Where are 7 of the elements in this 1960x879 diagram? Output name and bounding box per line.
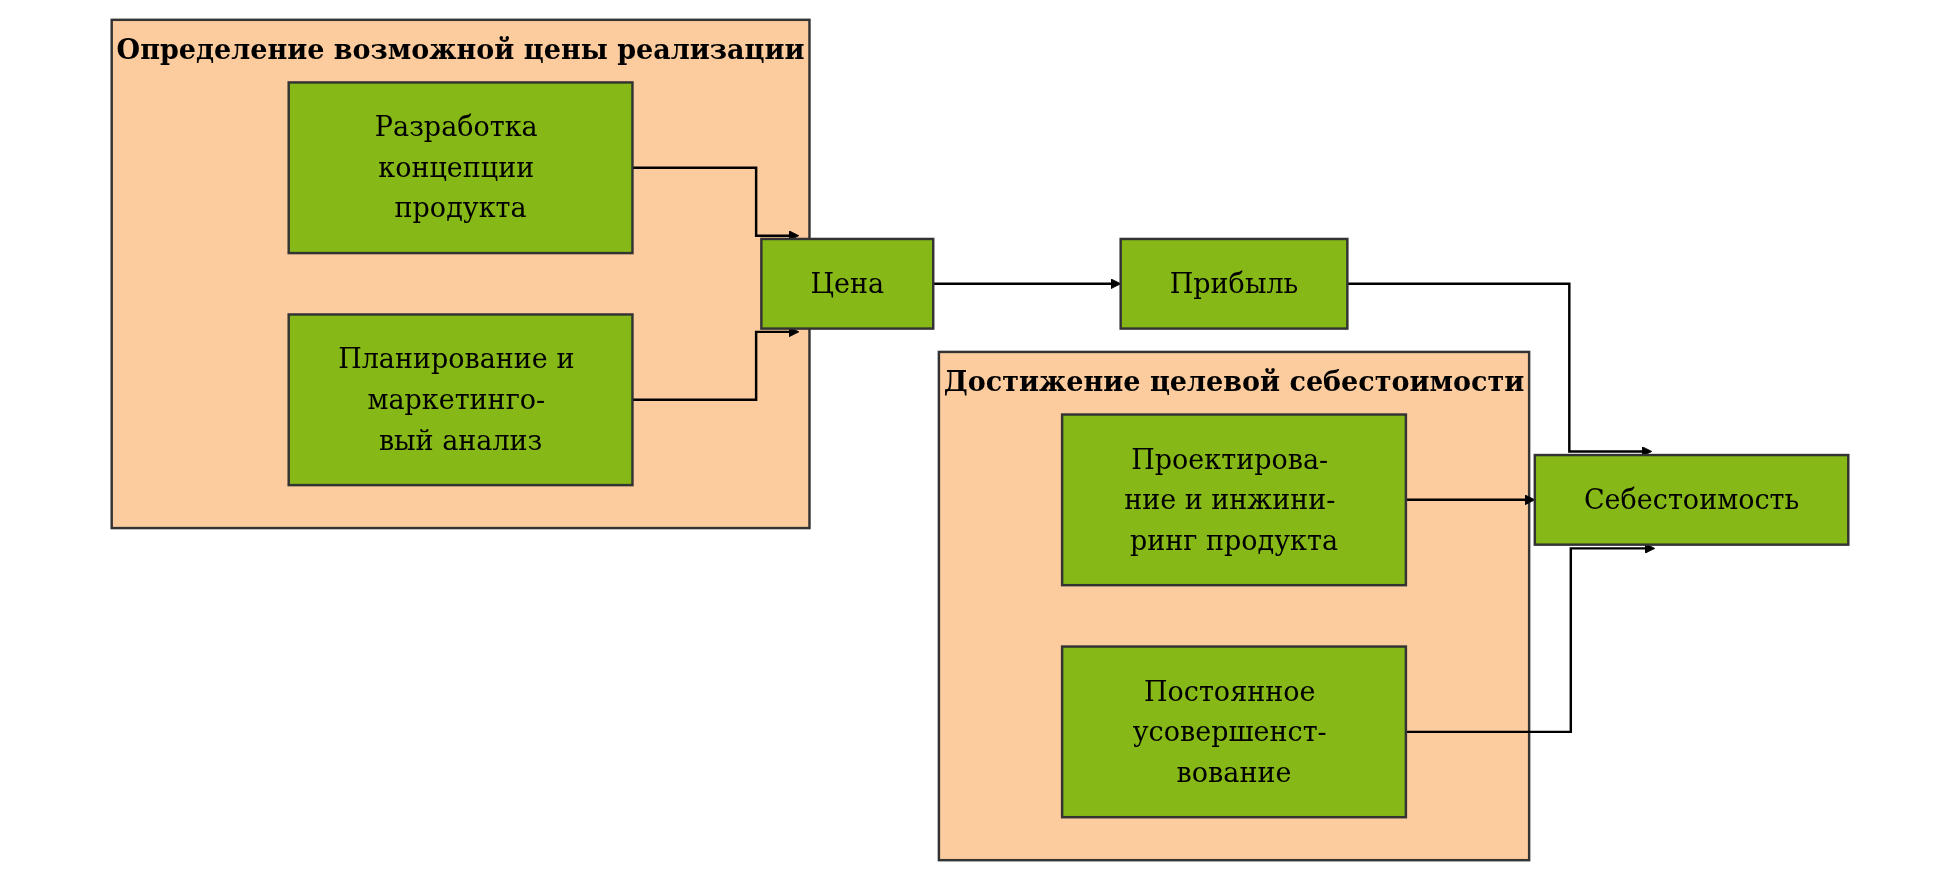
node-box: Разработка концепции продукта bbox=[287, 80, 634, 254]
node-box: Прибыль bbox=[1119, 237, 1349, 330]
node-box: Постоянное усовершенст- вование bbox=[1060, 644, 1408, 818]
node-box: Проектирова- ние и инжини- ринг продукта bbox=[1060, 412, 1408, 586]
node-box: Цена bbox=[760, 237, 935, 330]
node-box: Себестоимость bbox=[1533, 453, 1850, 546]
node-box: Планирование и маркетинго- вый анализ bbox=[287, 312, 634, 486]
